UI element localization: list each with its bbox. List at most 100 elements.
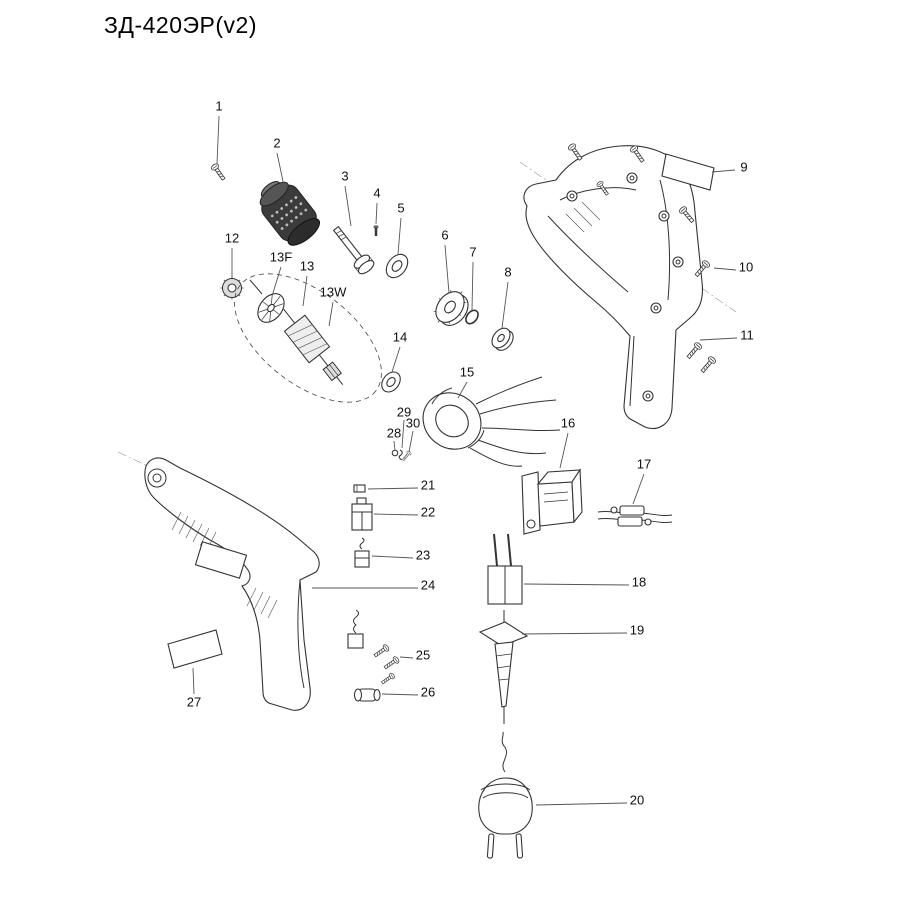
callout-24: 24 xyxy=(312,577,435,592)
part-26-screw xyxy=(380,671,396,686)
brush-assembly-2 xyxy=(347,609,364,649)
svg-text:28: 28 xyxy=(387,425,401,440)
svg-text:23: 23 xyxy=(416,547,430,562)
svg-text:2: 2 xyxy=(273,135,280,150)
page-title: ЗД-420ЭР(v2) xyxy=(104,12,257,38)
svg-text:7: 7 xyxy=(469,244,476,259)
part-20-plug xyxy=(478,731,533,859)
svg-text:13W: 13W xyxy=(320,284,347,299)
callout-7: 7 xyxy=(469,244,477,311)
svg-text:16: 16 xyxy=(561,415,575,430)
callout-11: 11 xyxy=(699,327,754,342)
part-30-screw xyxy=(401,450,413,462)
svg-text:11: 11 xyxy=(740,327,754,342)
part-4-pin xyxy=(373,225,379,236)
callout-4: 4 xyxy=(373,185,381,225)
callout-16: 16 xyxy=(559,415,575,469)
svg-text:10: 10 xyxy=(739,259,753,274)
svg-text:9: 9 xyxy=(740,159,747,174)
part-21-clip xyxy=(353,484,366,493)
callout-29: 29 xyxy=(397,404,411,449)
svg-text:24: 24 xyxy=(421,577,435,592)
callout-9: 9 xyxy=(711,159,748,174)
svg-text:30: 30 xyxy=(406,415,420,430)
armature-shaft-front xyxy=(249,279,263,295)
svg-text:19: 19 xyxy=(630,622,644,637)
svg-text:3: 3 xyxy=(341,168,348,183)
part-11-housing-right xyxy=(523,145,704,429)
callout-23: 23 xyxy=(371,547,430,562)
callout-26: 26 xyxy=(381,684,435,699)
svg-text:25: 25 xyxy=(416,647,430,662)
svg-text:17: 17 xyxy=(637,456,651,471)
callout-18: 18 xyxy=(523,574,646,589)
part-22-brush-holder xyxy=(351,497,373,531)
part-14-bearing xyxy=(381,371,401,393)
callout-25: 25 xyxy=(399,647,430,662)
part-26-inductor xyxy=(353,688,381,702)
part-9-nameplate xyxy=(661,153,715,191)
callout-13: 13 xyxy=(300,258,314,307)
callout-6: 6 xyxy=(441,227,450,294)
callout-13W: 13W xyxy=(320,284,347,327)
callout-layer: 12345678910111213F1313W14151617181920212… xyxy=(187,98,754,807)
callout-14: 14 xyxy=(391,329,407,373)
callout-12: 12 xyxy=(225,230,239,278)
svg-text:13F: 13F xyxy=(270,249,292,264)
part-28-washer xyxy=(391,449,399,457)
axis-line-nose xyxy=(117,451,153,469)
part-24-housing-left xyxy=(144,457,320,711)
part-29-spring xyxy=(398,449,403,461)
callout-15: 15 xyxy=(457,364,474,399)
svg-text:21: 21 xyxy=(421,477,435,492)
part-11-screw-b xyxy=(698,355,718,375)
part-13f-fan xyxy=(257,293,285,323)
callout-28: 28 xyxy=(387,425,401,451)
part-16-switch xyxy=(521,468,583,535)
part-7-circlip xyxy=(465,309,479,325)
part-25-screw-b xyxy=(382,655,401,672)
callout-2: 2 xyxy=(273,135,285,187)
callout-20: 20 xyxy=(535,792,644,807)
part-12-nut xyxy=(220,276,244,300)
callout-30: 30 xyxy=(406,415,420,453)
armature-envelope xyxy=(234,273,382,403)
part-19-cord-guard xyxy=(478,610,529,724)
svg-text:6: 6 xyxy=(441,227,448,242)
svg-text:18: 18 xyxy=(632,574,646,589)
svg-text:27: 27 xyxy=(187,694,201,709)
callout-10: 10 xyxy=(713,259,753,274)
svg-text:5: 5 xyxy=(397,200,404,215)
part-8-gear xyxy=(491,327,514,351)
svg-text:8: 8 xyxy=(504,264,511,279)
part-17-cable-clamp xyxy=(597,505,673,527)
part-6-gear xyxy=(433,290,469,326)
housing-screw-1 xyxy=(566,142,585,162)
svg-text:4: 4 xyxy=(373,185,380,200)
part-25-screw-a xyxy=(372,643,391,660)
part-1-screw xyxy=(209,162,228,182)
svg-text:26: 26 xyxy=(421,684,435,699)
part-13-armature xyxy=(283,308,344,386)
part-2-chuck xyxy=(259,181,321,246)
callout-1: 1 xyxy=(215,98,223,165)
svg-text:12: 12 xyxy=(225,230,239,245)
callout-17: 17 xyxy=(632,456,651,505)
svg-text:29: 29 xyxy=(397,404,411,419)
svg-text:20: 20 xyxy=(630,792,644,807)
callout-8: 8 xyxy=(501,264,512,329)
part-23-carbon-brush xyxy=(354,537,370,568)
svg-text:14: 14 xyxy=(393,329,407,344)
part-27-label-plate xyxy=(167,629,223,669)
callout-3: 3 xyxy=(341,168,352,227)
callout-22: 22 xyxy=(373,504,435,519)
svg-text:1: 1 xyxy=(215,98,222,113)
callout-13F: 13F xyxy=(270,249,292,297)
svg-text:22: 22 xyxy=(421,504,435,519)
svg-text:15: 15 xyxy=(460,364,474,379)
callout-27: 27 xyxy=(187,667,201,709)
callout-5: 5 xyxy=(397,200,405,255)
callout-19: 19 xyxy=(521,622,644,637)
